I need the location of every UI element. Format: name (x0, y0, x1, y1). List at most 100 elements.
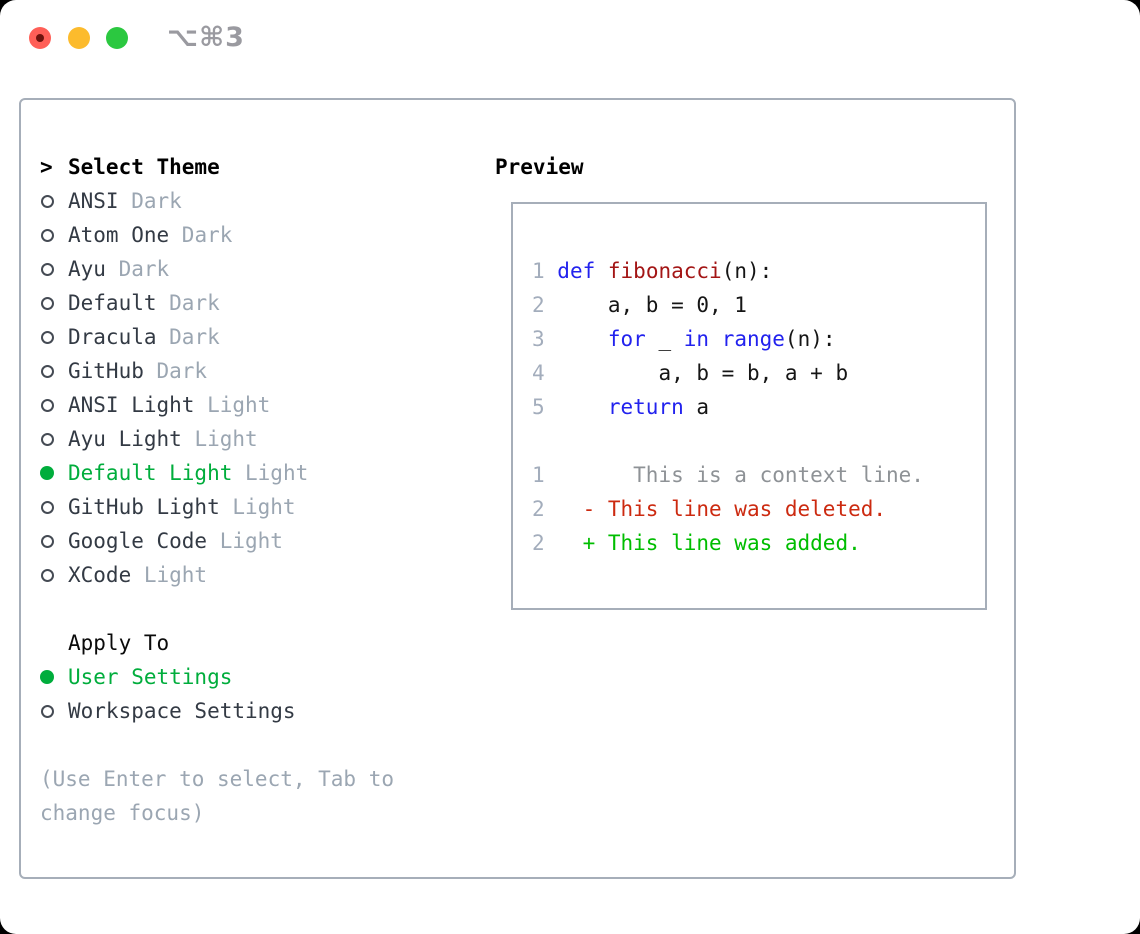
theme-item-ayu-light-light[interactable]: Ayu Light Light (40, 422, 394, 456)
code-segment-plain: a, b = 0, 1 (557, 293, 747, 317)
code-segment-plain (595, 259, 608, 283)
radio-icon (41, 432, 54, 446)
code-line: 2 + This line was added. (532, 526, 985, 560)
radio-marker (40, 534, 68, 548)
radio-icon (41, 568, 54, 582)
radio-marker (40, 432, 68, 446)
theme-name: GitHub Light (68, 495, 220, 519)
theme-name: Dracula (68, 325, 157, 349)
code-segment-plain: (n): (721, 259, 773, 283)
preview-title: Preview (495, 155, 584, 179)
minimize-button[interactable] (68, 27, 90, 49)
code-segment-num: 4 (532, 361, 558, 385)
hint-text-line1: (Use Enter to select, Tab to (40, 767, 395, 791)
code-segment-num: 2 (532, 497, 558, 521)
theme-variant: Light (194, 393, 271, 417)
code-segment-del: - This line was deleted. (557, 497, 887, 521)
theme-item-github-light-light[interactable]: GitHub Light Light (40, 490, 394, 524)
spacer (40, 728, 394, 762)
theme-variant: Light (207, 529, 283, 553)
theme-item-default-dark[interactable]: Default Dark (40, 286, 394, 320)
theme-variant: Dark (156, 291, 220, 315)
radio-marker (40, 228, 68, 242)
theme-item-dracula-dark[interactable]: Dracula Dark (40, 320, 394, 354)
theme-item-github-dark[interactable]: GitHub Dark (40, 354, 394, 388)
apply-to-label: Workspace Settings (68, 699, 296, 723)
radio-marker (40, 466, 68, 480)
radio-icon (41, 228, 54, 242)
theme-variant: Light (181, 427, 258, 451)
record-dot-icon (36, 34, 44, 42)
theme-variant: Dark (156, 325, 220, 349)
code-segment-plain: a, b = b, a + b (557, 361, 849, 385)
code-line: 1 def fibonacci(n): (532, 254, 985, 288)
theme-name: ANSI (68, 189, 119, 213)
theme-name: GitHub (68, 359, 144, 383)
code-segment-plain: _ (645, 327, 684, 351)
apply-to-title: Apply To (68, 631, 170, 655)
radio-marker (40, 704, 68, 718)
hint-text-line2: change focus) (40, 801, 205, 825)
theme-variant: Dark (105, 257, 170, 281)
spacer (40, 592, 394, 626)
code-line: 5 return a (532, 390, 985, 424)
code-line: 4 a, b = b, a + b (532, 356, 985, 390)
radio-marker (40, 670, 68, 684)
theme-variant: Dark (143, 359, 208, 383)
apply-to-header-row: Apply To (40, 626, 394, 660)
radio-marker (40, 296, 68, 310)
radio-icon (41, 364, 54, 378)
theme-item-google-code-light[interactable]: Google Code Light (40, 524, 394, 558)
apply-to-item-workspace-settings[interactable]: Workspace Settings (40, 694, 394, 728)
close-button[interactable] (29, 27, 51, 49)
maximize-button[interactable] (106, 27, 128, 49)
theme-name: Atom One (68, 223, 170, 247)
radio-icon (41, 194, 54, 208)
theme-name: ANSI Light (68, 393, 195, 417)
theme-item-ansi-dark[interactable]: ANSI Dark (40, 184, 394, 218)
code-segment-kw: def (557, 259, 596, 283)
radio-marker (40, 500, 68, 514)
radio-selected-icon (40, 670, 54, 684)
code-segment-plain (557, 395, 608, 419)
radio-marker (40, 398, 68, 412)
theme-item-ansi-light-light[interactable]: ANSI Light Light (40, 388, 394, 422)
theme-name: Ayu (68, 257, 106, 281)
radio-marker (40, 194, 68, 208)
window-shortcut-label: ⌥⌘3 (167, 22, 245, 53)
code-segment-ctx: This is a context line. (557, 463, 924, 487)
code-line: 1 This is a context line. (532, 458, 985, 492)
theme-item-xcode-light[interactable]: XCode Light (40, 558, 394, 592)
apply-to-label: User Settings (68, 665, 233, 689)
radio-marker (40, 330, 68, 344)
theme-name: Default (68, 291, 157, 315)
radio-icon (41, 534, 54, 548)
radio-icon (41, 398, 54, 412)
code-segment-num: 2 (532, 293, 558, 317)
select-theme-title: Select Theme (68, 155, 220, 179)
code-segment-kw: for (607, 327, 646, 351)
theme-item-default-light-light[interactable]: Default Light Light (40, 456, 394, 490)
radio-marker (40, 262, 68, 276)
theme-variant: Dark (118, 189, 182, 213)
code-segment-add: + This line was added. (557, 531, 861, 555)
theme-variant: Light (232, 461, 309, 485)
select-theme-header-row: > Select Theme (40, 150, 394, 184)
theme-item-atom-one-dark[interactable]: Atom One Dark (40, 218, 394, 252)
apply-to-item-user-settings[interactable]: User Settings (40, 660, 394, 694)
radio-selected-icon (40, 466, 54, 480)
prompt-icon: > (40, 155, 53, 179)
radio-marker (40, 568, 68, 582)
theme-name: XCode (68, 563, 132, 587)
theme-item-ayu-dark[interactable]: Ayu Dark (40, 252, 394, 286)
code-segment-num: 1 (532, 259, 558, 283)
code-segment-num: 1 (532, 463, 558, 487)
radio-icon (41, 330, 54, 344)
